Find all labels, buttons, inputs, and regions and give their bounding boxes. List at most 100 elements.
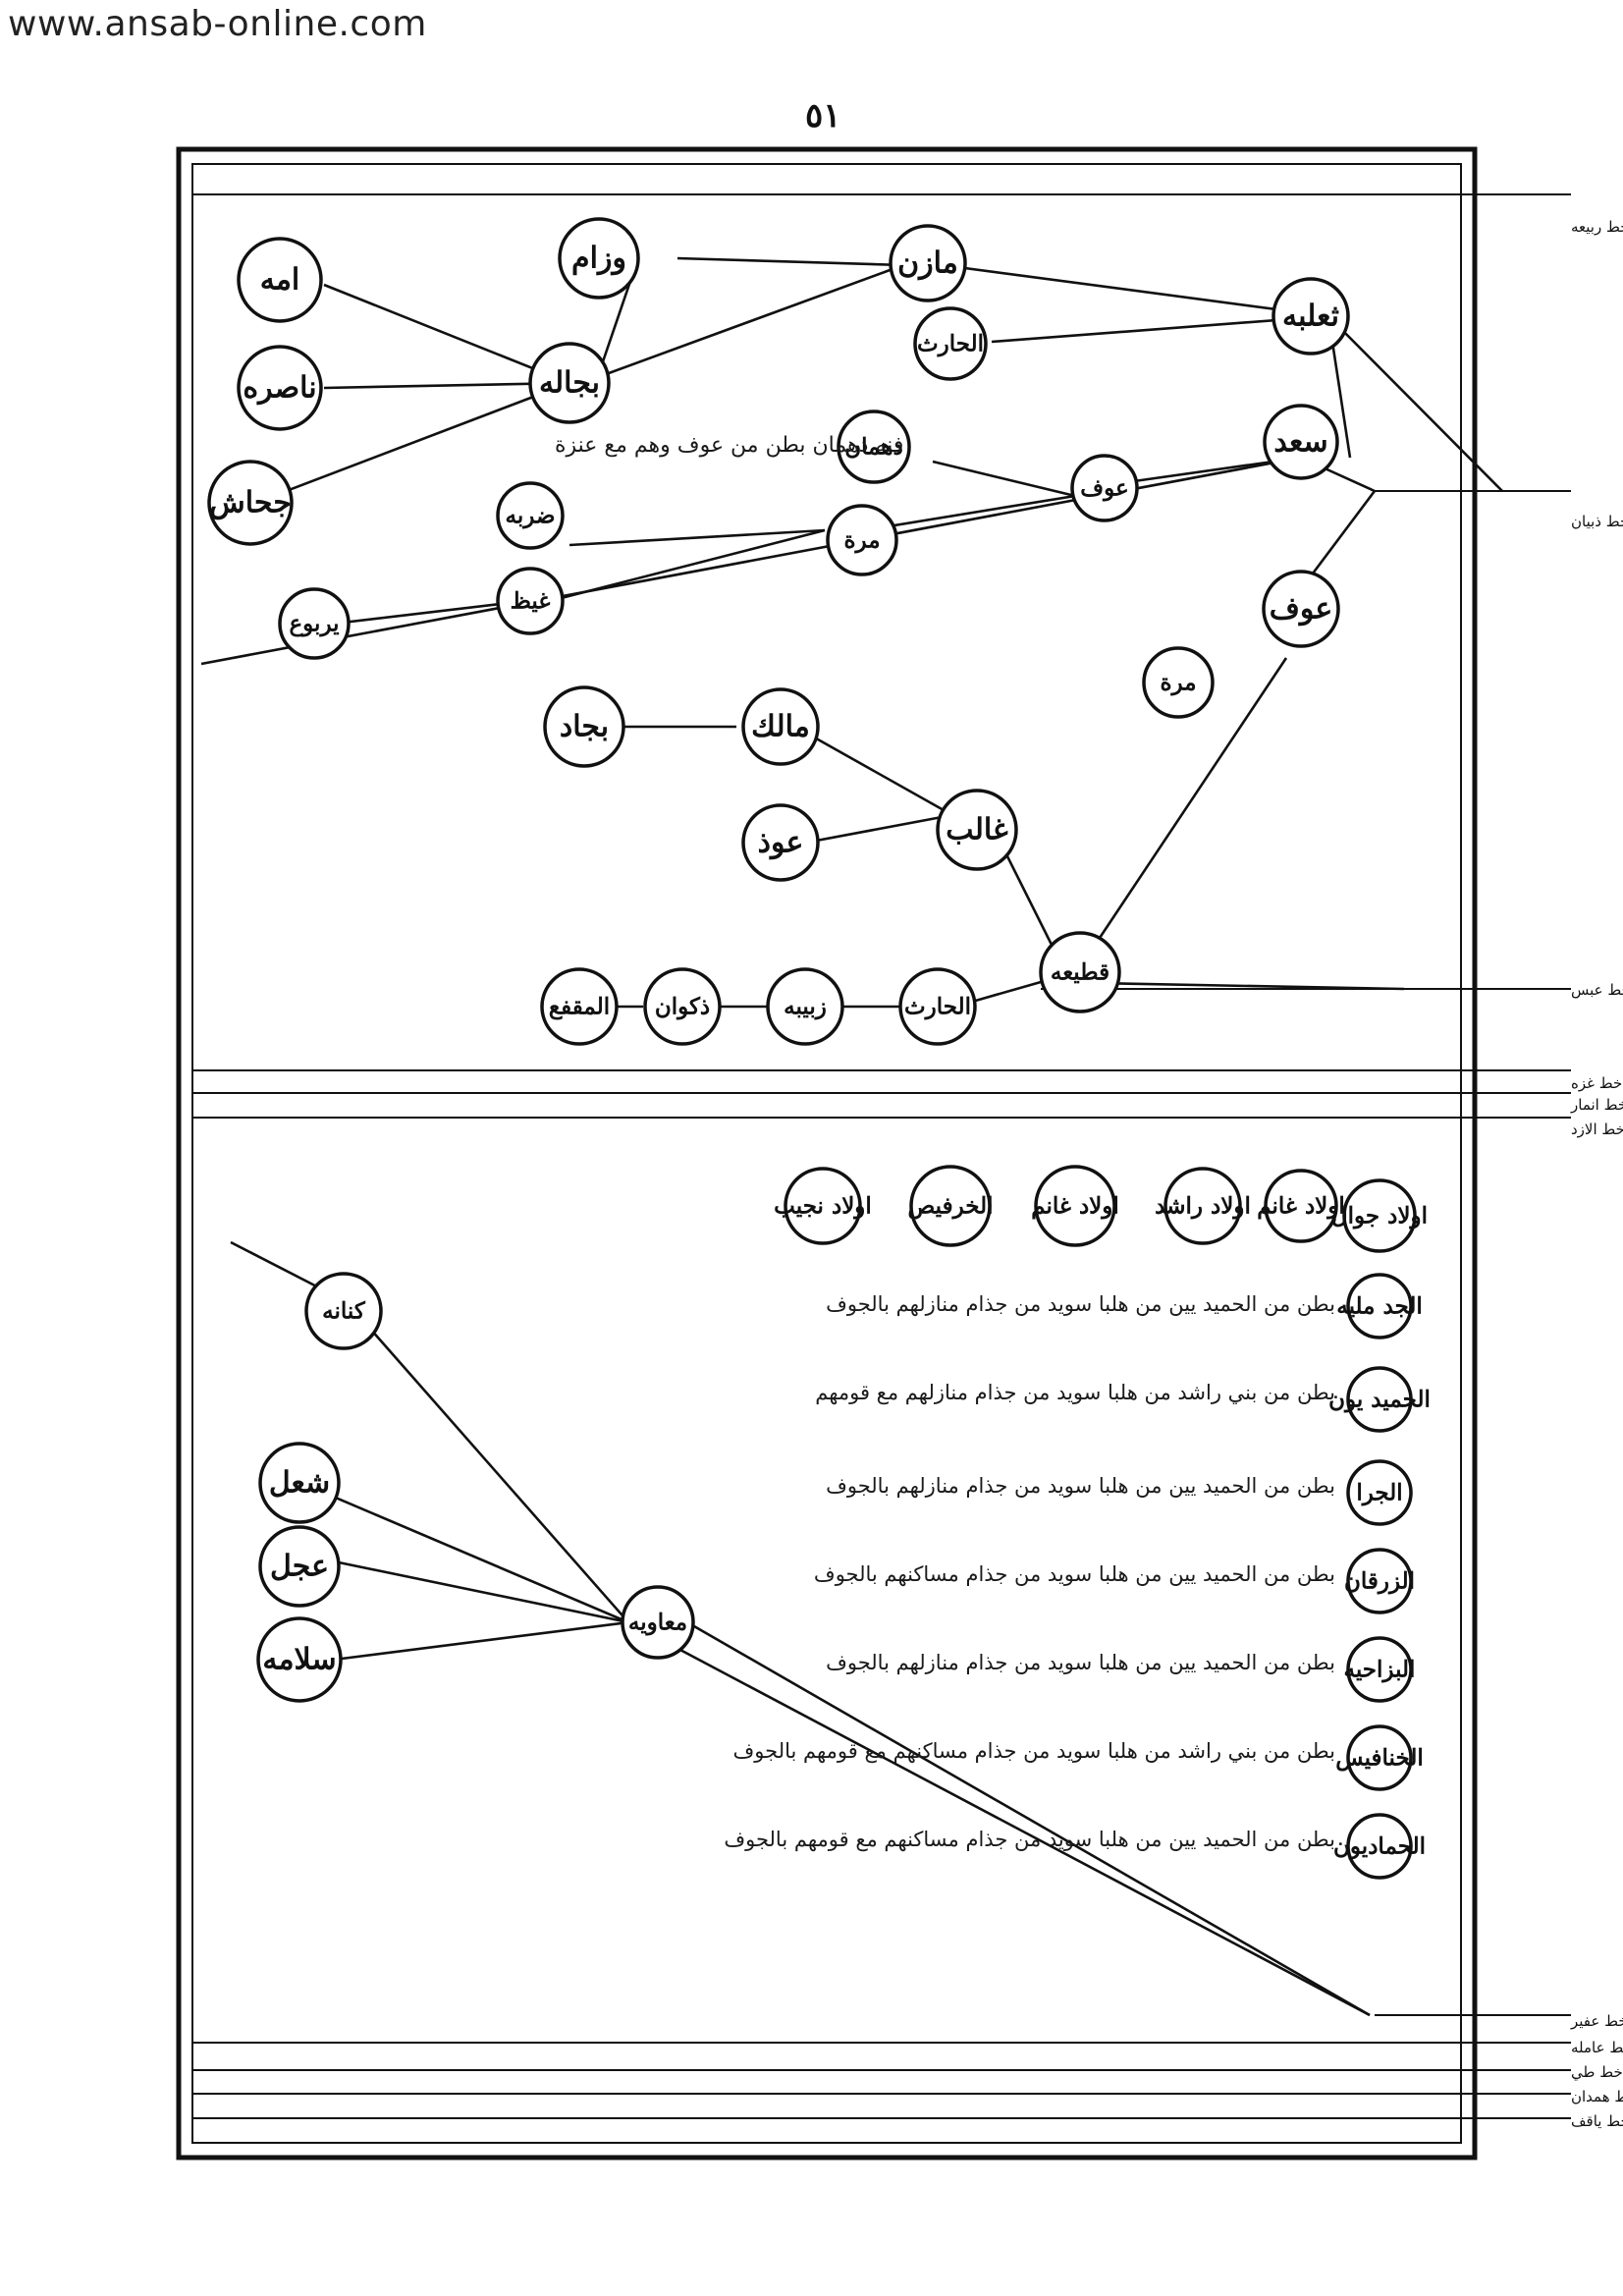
node-muqaffa: المقفع bbox=[540, 967, 619, 1046]
row-label: خط طي bbox=[1571, 2063, 1623, 2082]
svg-text:اولاد جوال: اولاد جوال bbox=[1331, 1203, 1428, 1230]
svg-text:امه: امه bbox=[260, 263, 300, 298]
row-label: خط عامله bbox=[1571, 2039, 1623, 2056]
website-watermark: www.ansab-online.com bbox=[8, 4, 427, 44]
svg-text:بجاد: بجاد bbox=[560, 710, 609, 744]
note-row: بطن من الحميد يين من هلبا سويد من جذام م… bbox=[826, 1474, 1335, 1499]
row-label: خط ذبيان bbox=[1571, 513, 1623, 530]
svg-text:معاويه: معاويه bbox=[628, 1610, 687, 1637]
svg-text:المقفع: المقفع bbox=[549, 994, 610, 1021]
node-shaal: شعل bbox=[258, 1442, 341, 1524]
svg-text:الحارث: الحارث bbox=[917, 331, 984, 358]
svg-text:بجاله: بجاله bbox=[539, 366, 600, 401]
svg-text:اولاد راشد: اولاد راشد bbox=[1155, 1193, 1251, 1221]
svg-text:عجل: عجل bbox=[270, 1550, 329, 1584]
svg-text:عوف: عوف bbox=[1270, 592, 1333, 627]
note-row: بطن من الحميد يين من هلبا سويد من جذام م… bbox=[826, 1292, 1335, 1317]
right-notes: بطن من الحميد يين من هلبا سويد من جذام م… bbox=[724, 1292, 1335, 1852]
inner-frame bbox=[191, 163, 1462, 2144]
svg-text:الخنافيس: الخنافيس bbox=[1335, 1745, 1423, 1773]
node-harith-upper: الحارث bbox=[913, 306, 988, 381]
svg-text:الحميد يون: الحميد يون bbox=[1328, 1387, 1431, 1414]
svg-text:دهمان: دهمان bbox=[844, 434, 903, 461]
node-awlad-ghanim-2: اولاد غانم bbox=[1031, 1165, 1119, 1247]
node-ghalib: غالب bbox=[936, 789, 1018, 871]
svg-text:غالب: غالب bbox=[946, 813, 1008, 847]
row-label: خط الازد bbox=[1571, 1121, 1623, 1138]
node-ajal: عجل bbox=[258, 1525, 341, 1608]
svg-text:مازن: مازن bbox=[897, 246, 958, 281]
node-nasira: ناصره bbox=[237, 345, 323, 431]
svg-text:اولاد نجيب: اولاد نجيب bbox=[774, 1193, 872, 1221]
page-number: ٥١ bbox=[805, 96, 841, 136]
svg-text:كنانه: كنانه bbox=[322, 1298, 366, 1325]
node-jarra: الجرا bbox=[1346, 1459, 1413, 1526]
node-ghayz: غيظ bbox=[496, 567, 565, 635]
svg-text:يربوع: يربوع bbox=[289, 611, 340, 638]
node-awlad-najib: اولاد نجيب bbox=[774, 1167, 872, 1245]
node-awf-upper: عوف bbox=[1070, 454, 1139, 522]
svg-text:قطيعه: قطيعه bbox=[1051, 959, 1109, 986]
node-awlad-ghanim-1: اولاد غانم bbox=[1257, 1169, 1345, 1243]
note-row: بطن من بني راشد من هلبا سويد من جذام منا… bbox=[815, 1381, 1335, 1405]
node-zarqan: الزرقان bbox=[1344, 1548, 1415, 1614]
node-saad: سعد bbox=[1263, 404, 1339, 480]
svg-text:الحارث: الحارث bbox=[904, 994, 971, 1021]
row-label: خط غزه bbox=[1571, 1074, 1622, 1092]
svg-text:وزام: وزام bbox=[571, 242, 626, 276]
row-label: خط ياقف bbox=[1571, 2112, 1623, 2130]
node-harith-lower: الحارث bbox=[898, 967, 977, 1046]
svg-text:الجد مليه: الجد مليه bbox=[1336, 1293, 1423, 1320]
svg-text:الخرفيص: الخرفيص bbox=[907, 1193, 993, 1221]
node-awadh: عوذ bbox=[741, 803, 820, 882]
svg-text:ناصره: ناصره bbox=[243, 371, 316, 406]
node-kharfis: الخرفيص bbox=[907, 1165, 994, 1247]
node-thaalaba: ثعلبه bbox=[1271, 277, 1350, 355]
svg-text:اولاد غانم: اولاد غانم bbox=[1257, 1193, 1345, 1221]
row-labels: خط ربيعه خط ذبيان خط عبس خط غزه خط انمار… bbox=[1570, 218, 1623, 2130]
node-awlad-rashid: اولاد راشد bbox=[1155, 1167, 1251, 1245]
svg-text:الجرا: الجرا bbox=[1356, 1480, 1402, 1507]
node-kinana: كنانه bbox=[304, 1272, 383, 1350]
node-khanafis: الخنافيس bbox=[1335, 1724, 1424, 1791]
node-salama: سلامه bbox=[256, 1616, 343, 1703]
svg-text:جحاش: جحاش bbox=[209, 486, 292, 520]
node-bazahiya: البزاحيه bbox=[1344, 1636, 1416, 1703]
svg-text:الزرقان: الزرقان bbox=[1344, 1568, 1415, 1596]
svg-text:البزاحيه: البزاحيه bbox=[1344, 1657, 1416, 1684]
note-row: بطن من بني راشد من هلبا سويد من جذام مسا… bbox=[733, 1739, 1335, 1764]
node-murra-upper: مرة bbox=[826, 504, 898, 576]
svg-text:زبيبه: زبيبه bbox=[784, 994, 827, 1021]
node-jadmiliya: الجد مليه bbox=[1336, 1273, 1423, 1339]
row-label: خط ربيعه bbox=[1571, 218, 1623, 236]
svg-text:غيظ: غيظ bbox=[511, 588, 551, 615]
row-label: خط عفير bbox=[1570, 2012, 1623, 2030]
node-jahash: جحاش bbox=[207, 460, 294, 546]
svg-text:سعد: سعد bbox=[1273, 425, 1327, 460]
svg-text:عوف: عوف bbox=[1080, 475, 1128, 503]
node-mazin: مازن bbox=[889, 224, 967, 302]
svg-text:ذكوان: ذكوان bbox=[655, 994, 710, 1021]
row-lines bbox=[192, 193, 1571, 2119]
node-dhakwan: ذكوان bbox=[643, 967, 722, 1046]
dahman-note: فنه دهمان بطن من عوف وهم مع عنزة bbox=[555, 433, 903, 458]
svg-text:مالك: مالك bbox=[751, 710, 810, 744]
svg-text:الحماديون: الحماديون bbox=[1333, 1833, 1426, 1861]
svg-text:ضربه: ضربه bbox=[506, 503, 556, 530]
svg-text:عوذ: عوذ bbox=[758, 826, 804, 860]
node-darba: ضربه bbox=[496, 481, 565, 550]
node-murra-right: مرة bbox=[1142, 646, 1215, 719]
note-row: بطن من الحميد يين من هلبا سويد من جذام م… bbox=[814, 1562, 1335, 1587]
note-row: بطن من الحميد يين من هلبا سويد من جذام م… bbox=[826, 1651, 1335, 1675]
node-umma: امه bbox=[237, 237, 323, 323]
node-hamidiyun: الحميد يون bbox=[1328, 1366, 1431, 1433]
outer-frame bbox=[176, 146, 1478, 2160]
svg-text:سلامه: سلامه bbox=[262, 1643, 336, 1677]
svg-text:شعل: شعل bbox=[269, 1466, 330, 1501]
node-hamadiyun: الحماديون bbox=[1333, 1813, 1426, 1880]
node-malik: مالك bbox=[741, 687, 820, 766]
row-label: خط عبس bbox=[1571, 981, 1623, 999]
node-bajala: بجاله bbox=[528, 342, 611, 424]
node-awf-right: عوف bbox=[1262, 570, 1340, 648]
lower-edges bbox=[230, 1240, 1371, 2017]
